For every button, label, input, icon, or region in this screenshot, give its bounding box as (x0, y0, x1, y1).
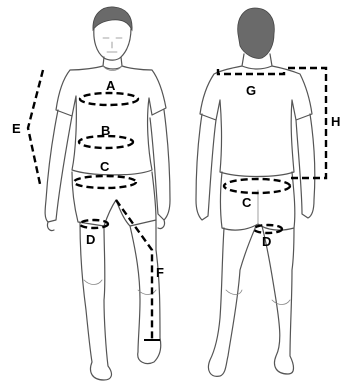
label-h: H (331, 114, 340, 129)
label-a: A (106, 78, 116, 93)
front-arm-left (45, 110, 72, 222)
back-hair (238, 8, 275, 58)
front-leg-left (80, 222, 111, 380)
front-briefs (72, 172, 156, 226)
label-c-back: C (242, 195, 252, 210)
label-d-back: D (262, 234, 271, 249)
measure-f-inseam-line (116, 200, 152, 340)
front-head (94, 28, 131, 60)
measure-e-arm-line (28, 70, 43, 184)
label-e: E (12, 121, 21, 136)
back-measurements (218, 68, 326, 233)
label-f: F (156, 265, 164, 280)
label-c-front: C (100, 159, 110, 174)
back-leg-left (208, 226, 256, 376)
front-hair (93, 7, 132, 30)
back-arm-right (296, 114, 315, 218)
front-arm-right (150, 110, 170, 220)
back-arm-left (196, 114, 216, 220)
measure-c-back-hip-loop (224, 179, 290, 193)
label-d-front: D (86, 232, 95, 247)
measure-c-hip-loop (74, 176, 136, 188)
label-g: G (246, 83, 256, 98)
measure-a-chest-loop (80, 93, 138, 105)
label-b: B (101, 123, 110, 138)
